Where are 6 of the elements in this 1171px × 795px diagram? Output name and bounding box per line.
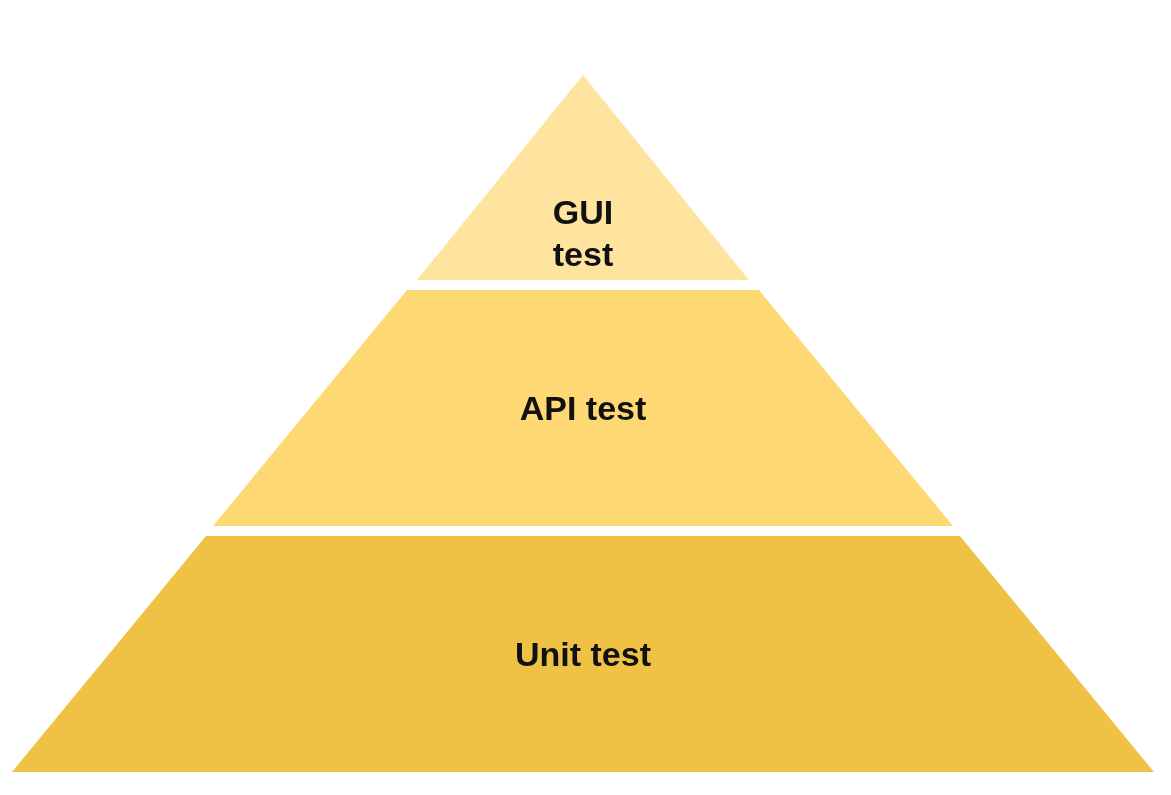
- tier-label: API test: [519, 387, 647, 429]
- tier-label: Unit test: [515, 633, 651, 675]
- pyramid-tier: [417, 75, 749, 280]
- pyramid-tier: [12, 536, 1154, 772]
- tier-label: GUI test: [551, 191, 615, 275]
- pyramid-tier: [213, 290, 953, 526]
